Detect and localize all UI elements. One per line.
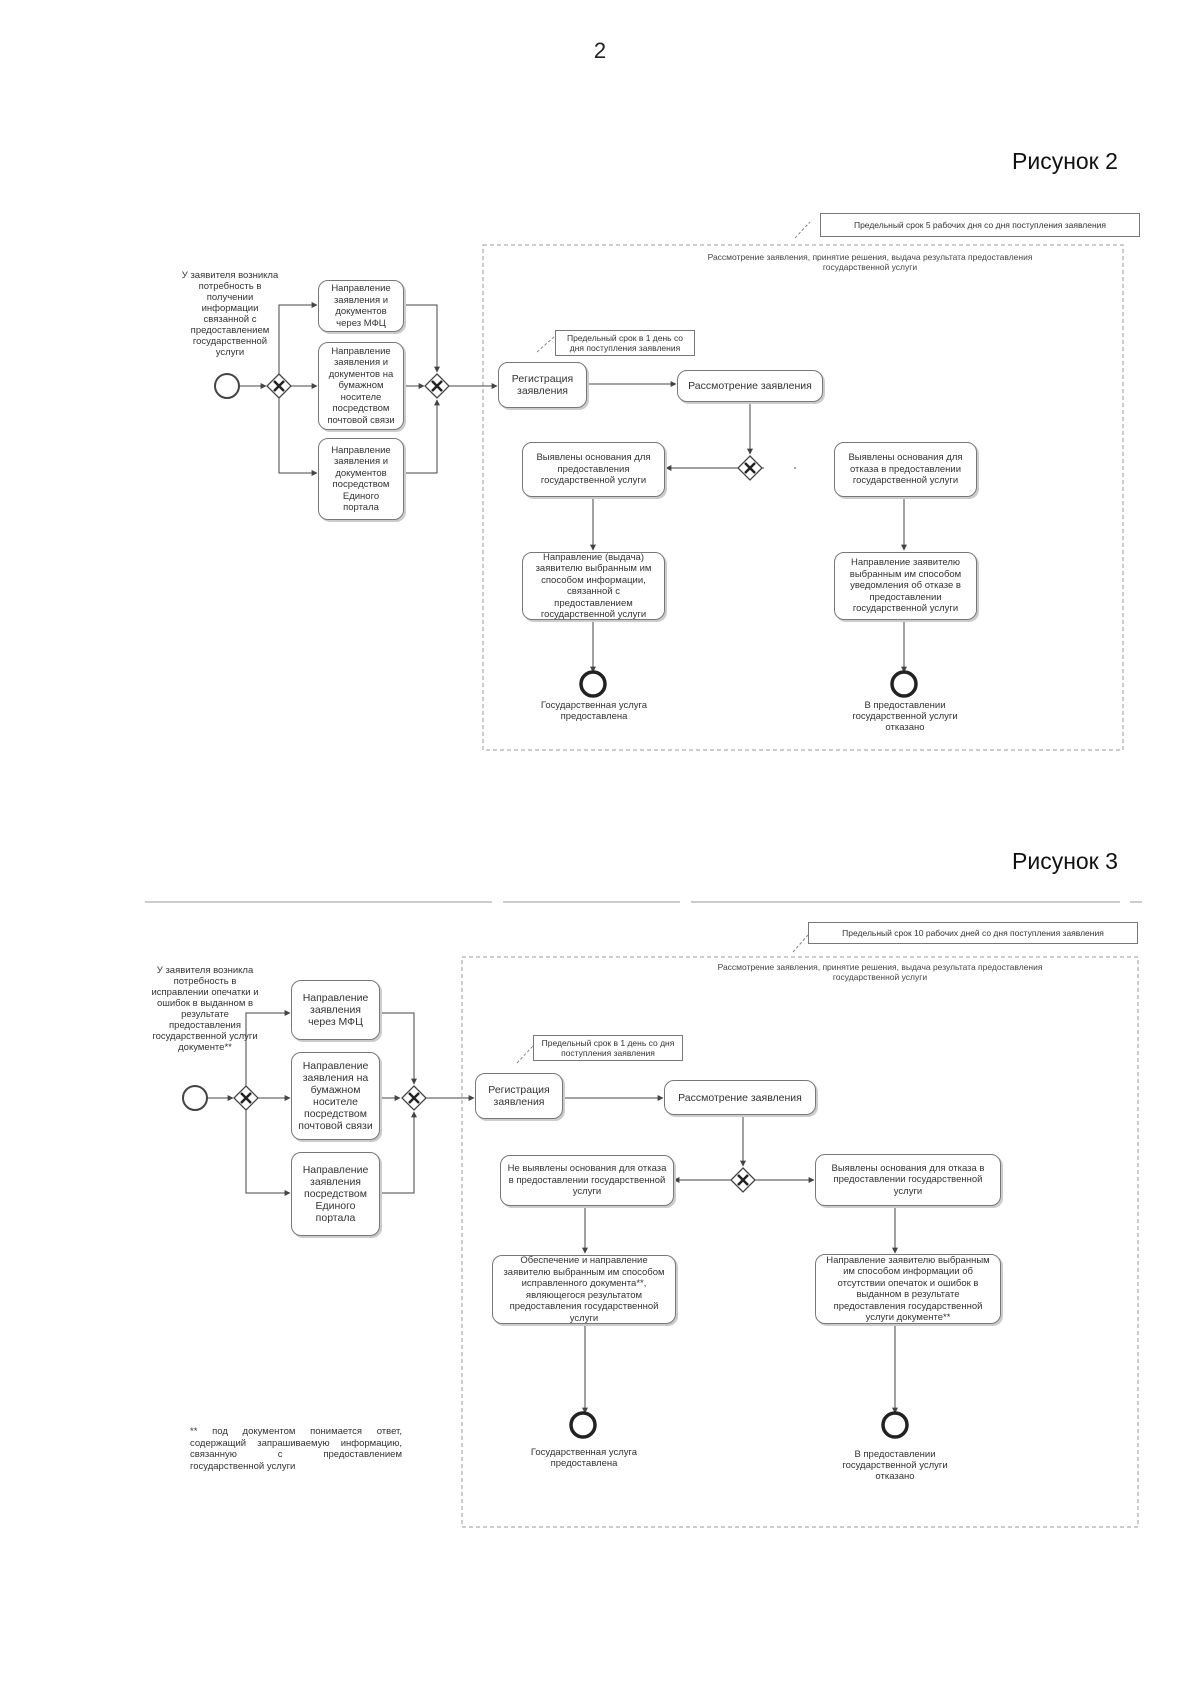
registration-deadline-note: Предельный срок в 1 день со дня поступле… xyxy=(533,1035,683,1061)
pool-boundary xyxy=(482,244,1124,751)
channel-post: Направление заявления и документов на бу… xyxy=(318,342,404,430)
action-send-info: Направление (выдача) заявителю выбранным… xyxy=(522,552,665,620)
figure-3-title: Рисунок 3 xyxy=(1012,848,1118,874)
figure-2-title: Рисунок 2 xyxy=(1012,148,1118,174)
decision-gateway xyxy=(730,1167,756,1193)
page-number: 2 xyxy=(593,38,607,63)
start-event-label: У заявителя возникла потребность в испра… xyxy=(151,965,259,1053)
merge-gateway xyxy=(424,373,450,399)
figure-2-diagram: Предельный срок 5 рабочих дня со дня пос… xyxy=(0,0,1200,760)
action-send-corrected: Обеспечение и направление заявителю выбр… xyxy=(492,1255,676,1324)
pool-boundary xyxy=(461,956,1139,1528)
action-send-no-errors: Направление заявителю выбранным им спосо… xyxy=(815,1254,1001,1324)
footnote: ** под документом понимается ответ, соде… xyxy=(190,1426,402,1472)
review-task: Рассмотрение заявления xyxy=(664,1080,816,1115)
registration-deadline-note: Предельный срок в 1 день со дня поступле… xyxy=(555,330,695,356)
split-gateway xyxy=(233,1085,259,1111)
figure-2-connectors xyxy=(214,221,1124,751)
review-task: Рассмотрение заявления xyxy=(677,370,823,402)
start-event-label: У заявителя возникла потребность в получ… xyxy=(181,270,279,358)
registration-task: Регистрация заявления xyxy=(475,1073,563,1119)
end-refused-label: В предоставлении государственной услуги … xyxy=(852,700,958,733)
condition-provide: Выявлены основания для предоставления го… xyxy=(522,442,665,497)
end-provided-label: Государственная услуга предоставлена xyxy=(540,700,648,722)
pool-label: Рассмотрение заявления, принятие решения… xyxy=(707,252,1033,272)
channel-portal: Направление заявления посредством Единог… xyxy=(291,1152,380,1236)
condition-refuse: Выявлены основания для отказа в предоста… xyxy=(815,1154,1001,1206)
decision-gateway xyxy=(737,455,763,481)
channel-mfc: Направление заявления через МФЦ xyxy=(291,980,380,1040)
channel-portal: Направление заявления и документов посре… xyxy=(318,438,404,520)
end-refused-label: В предоставлении государственной услуги … xyxy=(842,1449,948,1482)
end-provided-label: Государственная услуга предоставлена xyxy=(530,1447,638,1469)
end-event-provided xyxy=(569,1411,597,1439)
figure-3-diagram: Предельный срок 10 рабочих дней со дня п… xyxy=(0,880,1200,1580)
condition-no-refusal: Не выявлены основания для отказа в предо… xyxy=(500,1155,674,1206)
start-event xyxy=(182,1085,208,1111)
channel-mfc: Направление заявления и документов через… xyxy=(318,280,404,332)
merge-gateway xyxy=(401,1085,427,1111)
end-event-provided xyxy=(579,670,607,698)
start-event xyxy=(214,373,240,399)
channel-post: Направление заявления на бумажном носите… xyxy=(291,1052,380,1140)
figure-3-connectors xyxy=(145,901,1142,1528)
end-event-refused xyxy=(881,1411,909,1439)
pool-label: Рассмотрение заявления, принятие решения… xyxy=(717,962,1043,982)
deadline-note: Предельный срок 5 рабочих дня со дня пос… xyxy=(820,213,1140,237)
condition-refuse: Выявлены основания для отказа в предоста… xyxy=(834,442,977,497)
end-event-refused xyxy=(890,670,918,698)
action-send-refusal: Направление заявителю выбранным им спосо… xyxy=(834,552,977,620)
registration-task: Регистрация заявления xyxy=(498,362,587,408)
split-gateway xyxy=(266,373,292,399)
deadline-note: Предельный срок 10 рабочих дней со дня п… xyxy=(808,922,1138,944)
